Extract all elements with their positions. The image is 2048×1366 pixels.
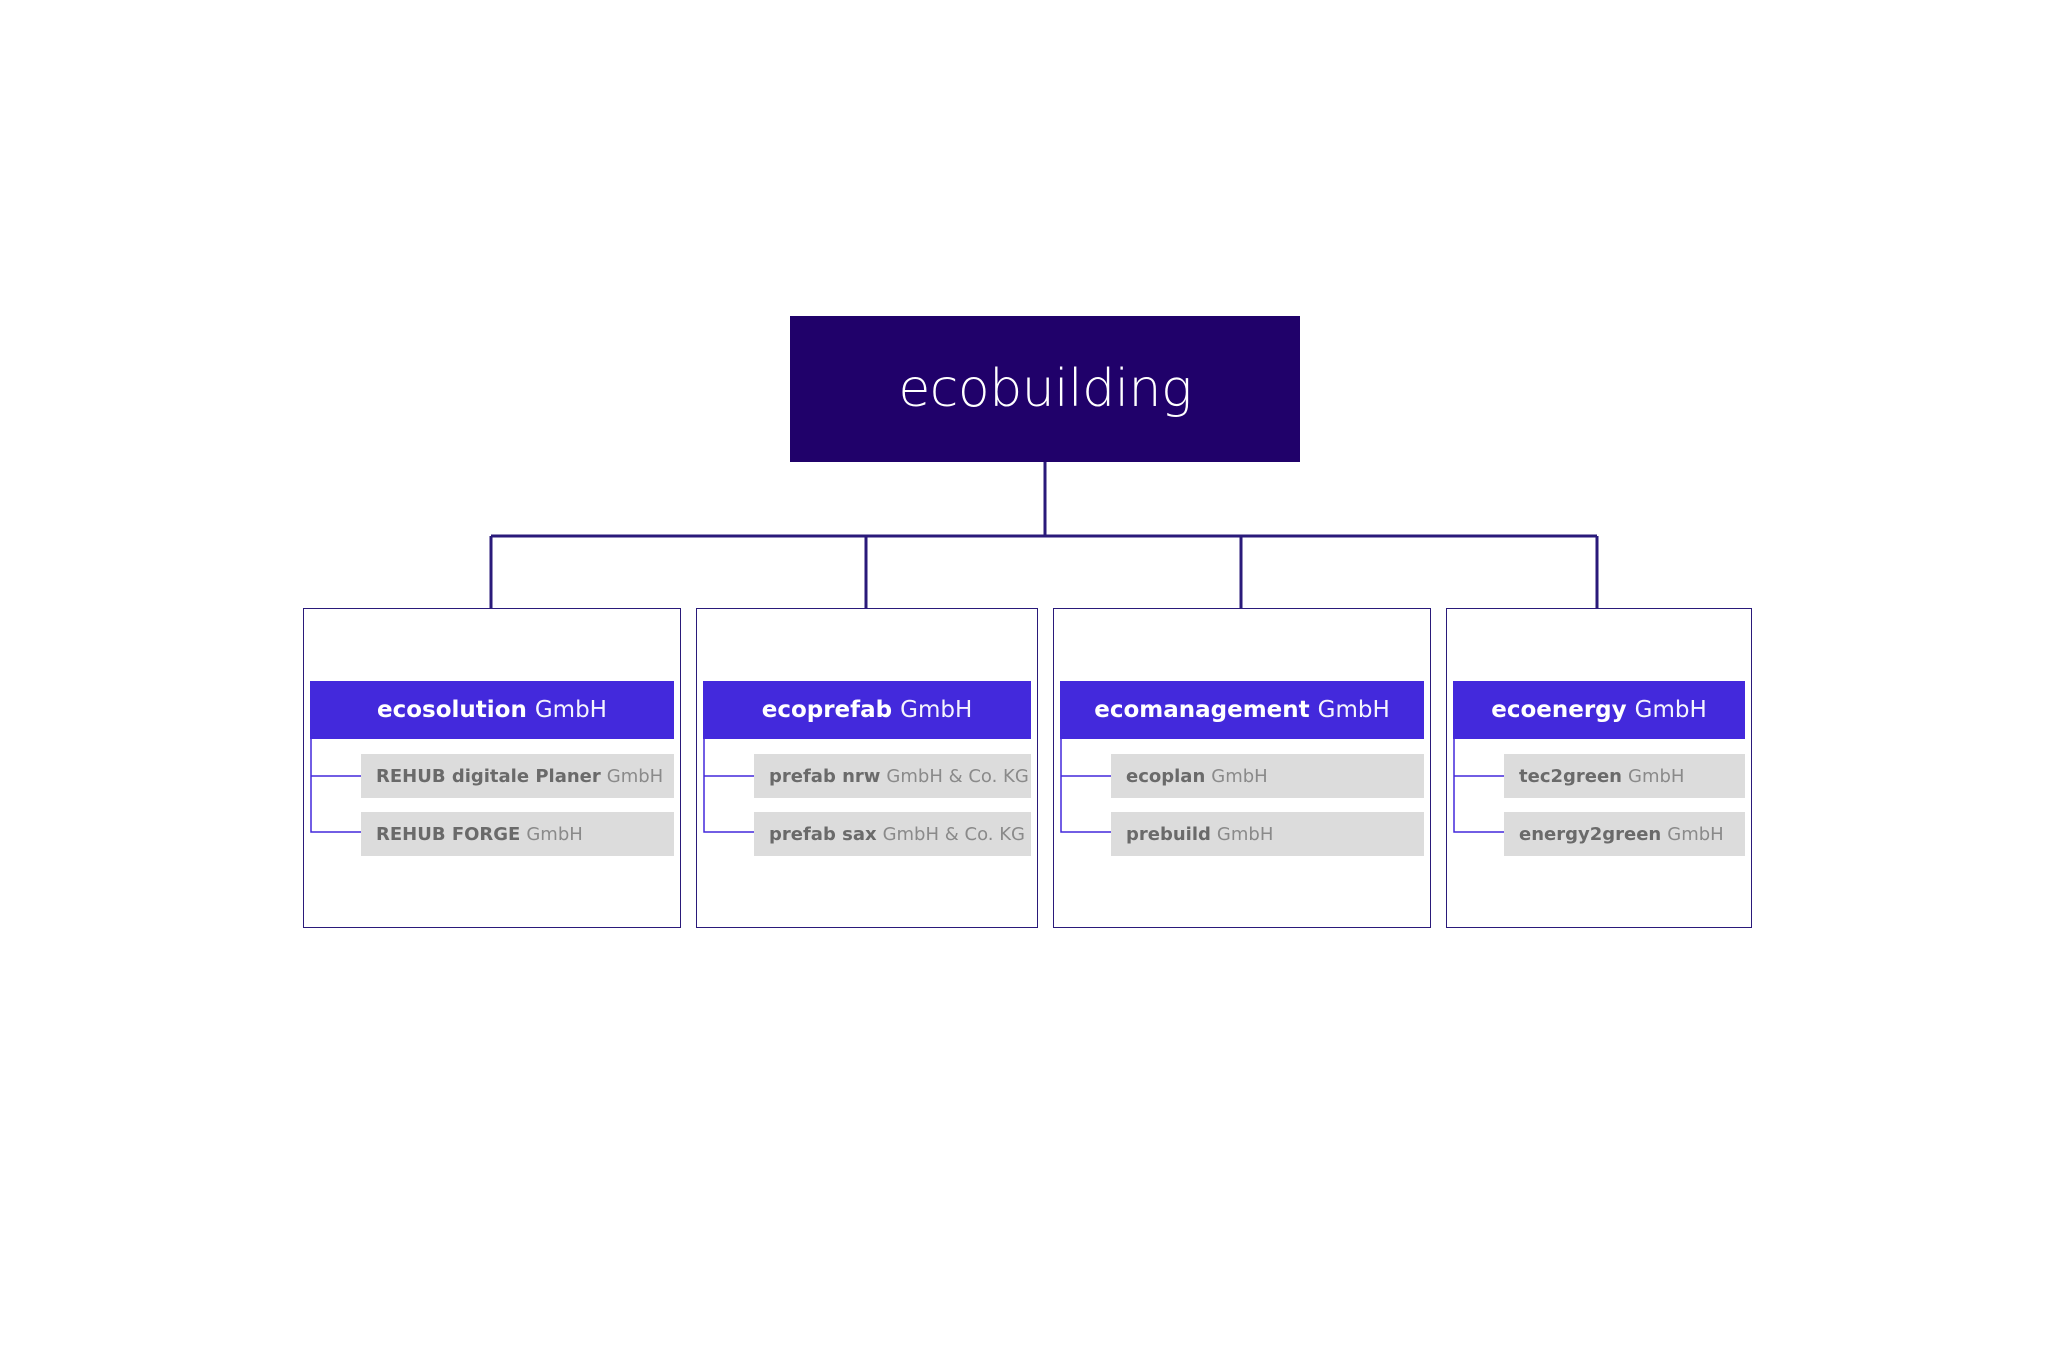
tree-connector: [310, 739, 361, 833]
tree-connector: [1060, 739, 1111, 833]
subsidiary-suffix: GmbH: [1628, 765, 1685, 787]
company-card-ecoenergy: ecoenergy GmbH tec2green GmbH energy2gre…: [1446, 608, 1752, 928]
company-header: ecosolution GmbH: [310, 681, 674, 739]
company-name: ecoprefab: [761, 697, 893, 723]
subsidiary-name: prebuild: [1126, 823, 1211, 845]
company-header: ecoprefab GmbH: [703, 681, 1031, 739]
company-suffix: GmbH: [1634, 697, 1707, 723]
subsidiary-item: tec2green GmbH: [1504, 754, 1745, 798]
company-card-ecosolution: ecosolution GmbH REHUB digitale Planer G…: [303, 608, 681, 928]
subsidiary-item: ecoplan GmbH: [1111, 754, 1424, 798]
company-suffix: GmbH: [1317, 697, 1390, 723]
company-suffix: GmbH: [900, 697, 973, 723]
subsidiary-item: REHUB FORGE GmbH: [361, 812, 674, 856]
subsidiary-item: prefab sax GmbH & Co. KG: [754, 812, 1031, 856]
subsidiary-suffix: GmbH: [606, 765, 664, 787]
subsidiary-suffix: GmbH: [1211, 765, 1268, 787]
company-suffix: GmbH: [534, 697, 607, 723]
subsidiary-item: energy2green GmbH: [1504, 812, 1745, 856]
subsidiary-suffix: GmbH: [1667, 823, 1724, 845]
subsidiary-suffix: GmbH: [526, 823, 583, 845]
subsidiary-name: ecoplan: [1126, 765, 1206, 787]
company-card-ecoprefab: ecoprefab GmbH prefab nrw GmbH & Co. KG …: [696, 608, 1038, 928]
root-label: ecobuilding: [898, 359, 1192, 419]
company-name: ecoenergy: [1491, 697, 1627, 723]
company-header: ecoenergy GmbH: [1453, 681, 1745, 739]
subsidiary-name: REHUB digitale Planer: [376, 765, 601, 787]
subsidiary-suffix: GmbH & Co. KG: [886, 765, 1029, 787]
subsidiary-suffix: GmbH & Co. KG: [882, 823, 1025, 845]
subsidiary-name: prefab nrw: [769, 765, 881, 787]
subsidiary-name: prefab sax: [769, 823, 877, 845]
root-node: ecobuilding: [790, 316, 1300, 462]
company-name: ecomanagement: [1094, 697, 1310, 723]
tree-connector: [703, 739, 754, 833]
subsidiary-item: REHUB digitale Planer GmbH: [361, 754, 674, 798]
subsidiary-name: tec2green: [1519, 765, 1622, 787]
subsidiary-suffix: GmbH: [1216, 823, 1274, 845]
subsidiary-name: energy2green: [1519, 823, 1662, 845]
tree-connector: [1453, 739, 1504, 833]
subsidiary-name: REHUB FORGE: [376, 823, 521, 845]
company-card-ecomanagement: ecomanagement GmbH ecoplan GmbH prebuild…: [1053, 608, 1431, 928]
subsidiary-item: prefab nrw GmbH & Co. KG: [754, 754, 1031, 798]
subsidiary-item: prebuild GmbH: [1111, 812, 1424, 856]
company-header: ecomanagement GmbH: [1060, 681, 1424, 739]
company-name: ecosolution: [377, 697, 527, 723]
